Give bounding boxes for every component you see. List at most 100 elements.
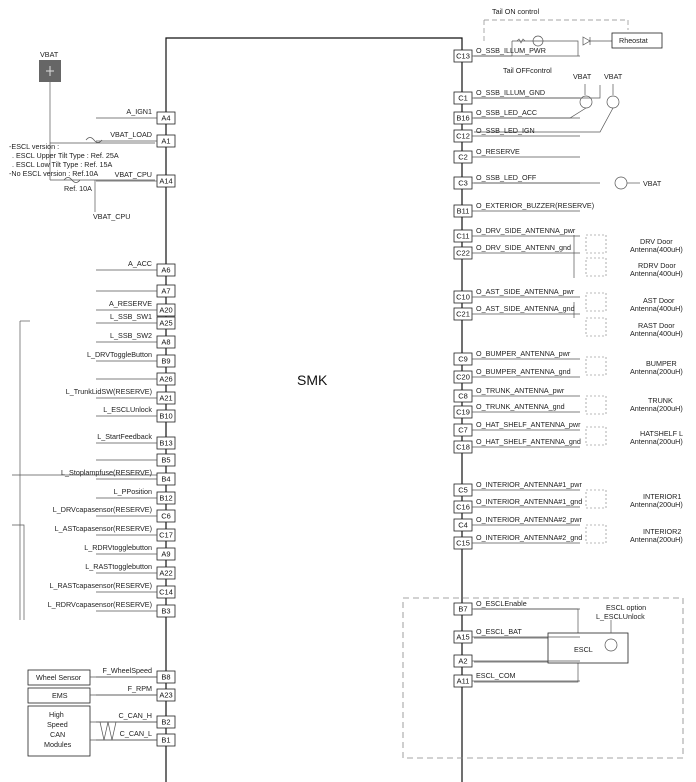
led-vbat-label-1: VBAT [573,72,592,81]
pin-label: B7 [458,605,467,614]
right-pin-list: C13O_SSB_ILLUM_PWRC1O_SSB_ILLUM_GNDB16O_… [453,46,594,688]
pin-label: B5 [161,456,170,465]
escl-note-3: . ESCL Low Tilt Type : Ref. 15A [12,160,112,169]
antenna-4-l2: Antenna(400uH) [630,329,683,338]
signal-label: L_DRVToggleButton [87,350,152,359]
pin-label: A2 [458,657,467,666]
pin-label: C10 [456,293,470,302]
pin-label: C12 [456,132,470,141]
tail-on-label: Tail ON control [492,7,540,16]
wheel-sensor-label: Wheel Sensor [36,673,82,682]
pin-label: A9 [161,550,170,559]
tail-off-label: Tail OFFcontrol [503,66,552,75]
signal-label: O_DRV_SIDE_ANTENNA_pwr [476,226,576,235]
pin-label: A26 [159,375,172,384]
antenna-3-l2: Antenna(400uH) [630,304,683,313]
escl-option-box [402,597,684,759]
led-ign-icon [606,95,620,109]
signal-label: O_BUMPER_ANTENNA_pwr [476,349,571,358]
signal-label: O_DRV_SIDE_ANTENN_gnd [476,243,571,252]
antenna-2-l2: Antenna(400uH) [630,269,683,278]
illum-lamp-icon [532,35,544,47]
signal-label: O_SSB_LED_IGN [476,126,535,135]
rheostat-label: Rheostat [619,36,648,45]
can-modules-box [27,705,91,757]
ems-box [27,687,91,704]
pin-label: B13 [159,439,172,448]
left-pin-list: A4A_IGN1A1VBAT_LOADA14VBAT_CPUA6A_ACCA7A… [48,107,176,747]
signal-label: O_HAT_SHELF_ANTENNA_gnd [476,437,581,446]
vbat-label: VBAT [40,50,59,59]
pin-label: C17 [159,531,173,540]
right-pin-c4: C4O_INTERIOR_ANTENNA#2_pwr [453,515,582,532]
left-pin-a14: A14 VBAT_CPU [96,170,176,188]
diode-icon [582,36,591,46]
can-l1: High [49,710,64,719]
pin-label: A14 [159,177,172,186]
pin-label: C22 [456,249,470,258]
pin-label: A22 [159,569,172,578]
signal-label: L_RDRVcapasensor(RESERVE) [48,600,152,609]
pin-label: B2 [161,718,170,727]
right-pin-c8: C8O_TRUNK_ANTENNA_pwr [453,386,580,403]
pin-label: C8 [458,392,468,401]
pin-label: C9 [458,355,468,364]
left-pin-b1: B1C_CAN_L [96,729,176,747]
antenna-3-l1: AST Door [643,296,675,305]
right-pin-c1: C1O_SSB_ILLUM_GND [453,88,580,105]
left-pin-a7: A7 [96,284,176,298]
module-title: SMK [297,372,328,388]
led-vbat-label-2: VBAT [604,72,623,81]
pin-label: C4 [458,521,468,530]
right-pin-c5: C5O_INTERIOR_ANTENNA#1_pwr [453,480,582,497]
vbat-cpu-label: VBAT_CPU [93,212,130,221]
antenna-5-l1: BUMPER [646,359,677,368]
right-pin-c2: C2O_RESERVE [453,147,580,164]
wheel-sensor-box [27,669,91,686]
antenna-coil-2 [585,257,607,277]
signal-label: O_INTERIOR_ANTENNA#1_gnd [476,497,582,506]
left-pin-b5: B5 [96,453,176,467]
right-pin-a2: A2 [453,654,580,668]
antenna-6-l1: TRUNK [648,396,673,405]
pin-label: A25 [159,319,172,328]
pin-label: B12 [159,494,172,503]
signal-label: O_AST_SIDE_ANTENNA_gnd [476,304,575,313]
can-l2: Speed [47,720,68,729]
escl-lock-icon [604,638,618,652]
signal-label: L_SSB_SW2 [110,331,152,340]
signal-label: VBAT_CPU [115,170,152,179]
illum-resistor-icon [516,38,526,44]
antenna-1-l2: Antenna(400uH) [630,245,683,254]
pin-label: A21 [159,394,172,403]
antenna-coil-9 [585,524,607,544]
pin-label: C2 [458,153,468,162]
pin-label: B9 [161,357,170,366]
signal-label: L_SSB_SW1 [110,312,152,321]
signal-label: O_EXTERIOR_BUZZER(RESERVE) [476,201,594,210]
pin-label: B4 [161,475,170,484]
pin-label: A15 [456,633,469,642]
escl-note-1: -ESCL version : [9,142,59,151]
right-pin-b7: B7O_ESCLEnable [453,599,580,616]
antenna-7-l1: HATSHELF L [640,429,683,438]
escl-note-5: Ref. 10A [64,184,92,193]
escl-unlock-label: L_ESCLUnlock [596,612,645,621]
antenna-coil-7 [585,426,607,446]
pin-label: C18 [456,443,470,452]
signal-label: O_ESCL_BAT [476,627,522,636]
signal-label: L_StartFeedback [97,432,152,441]
signal-label: A_RESERVE [109,299,152,308]
signal-label: A_ACC [128,259,152,268]
right-pin-c7: C7O_HAT_SHELF_ANTENNA_pwr [453,420,581,437]
signal-label: O_BUMPER_ANTENNA_gnd [476,367,571,376]
